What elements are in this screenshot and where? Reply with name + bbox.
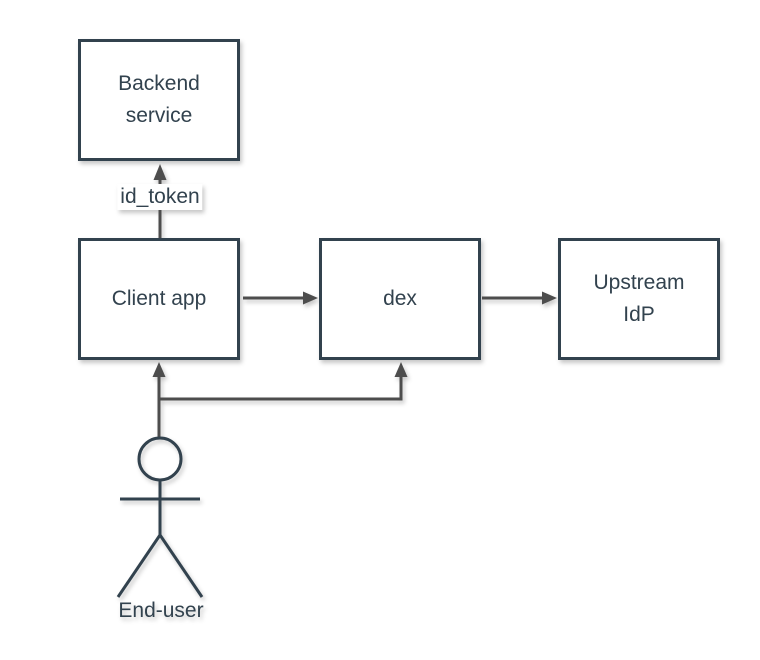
node-dex: dex xyxy=(319,238,481,360)
arrow-enduser-to-client xyxy=(152,362,166,437)
node-label-line: IdP xyxy=(623,303,655,326)
arrow-dex-to-upstream xyxy=(482,291,557,305)
arrow-enduser-to-dex xyxy=(159,362,408,401)
node-label-line: Backend xyxy=(118,72,200,95)
node-label-end-user: End-user xyxy=(118,599,204,622)
node-client-app: Client app xyxy=(78,238,240,360)
node-backend-service: Backend service xyxy=(78,39,240,161)
end-user-actor-icon xyxy=(116,436,204,598)
node-label-line: Upstream xyxy=(593,271,685,294)
node-upstream-idp: Upstream IdP xyxy=(558,238,720,360)
node-label-line: dex xyxy=(383,287,417,310)
edge-label-id-token: id_token xyxy=(117,184,203,210)
node-label-line: Client app xyxy=(111,287,207,310)
arrow-client-to-dex xyxy=(243,291,318,305)
node-label-line: service xyxy=(125,104,193,127)
